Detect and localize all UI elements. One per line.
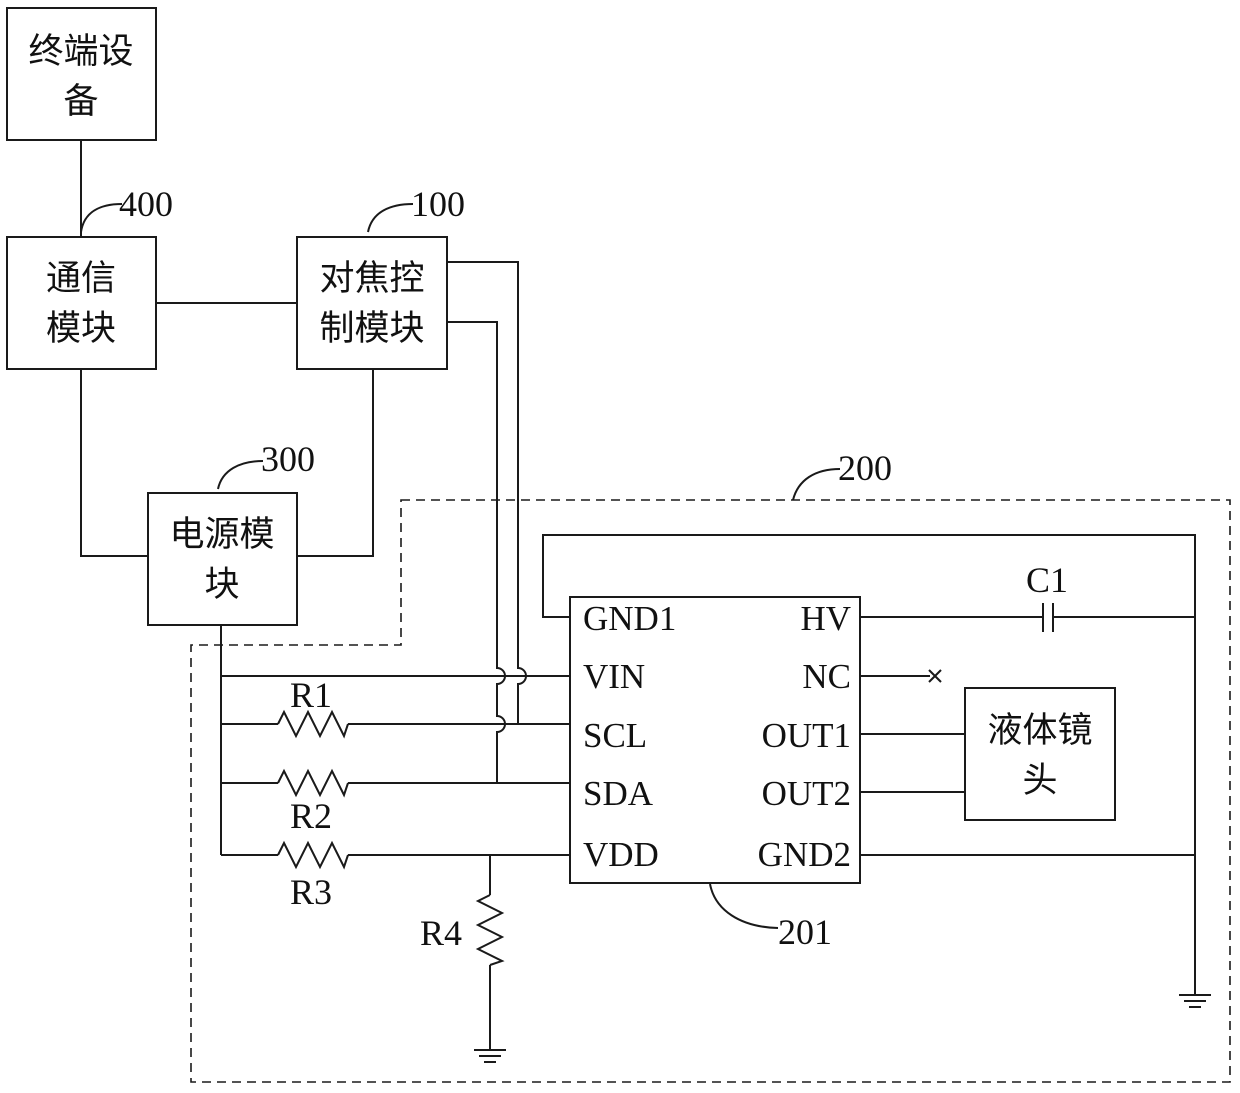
pin-label-hv: HV xyxy=(800,599,851,638)
focus-control-module-box xyxy=(297,237,447,369)
pin-label-sda: SDA xyxy=(583,774,654,813)
comm-module-box xyxy=(7,237,156,369)
ground-symbol-right xyxy=(1179,995,1211,1007)
ref-label-100: 100 xyxy=(411,184,465,224)
pin-label-vin: VIN xyxy=(583,657,645,696)
resistor-r1 xyxy=(278,712,348,736)
wire-focus-scl xyxy=(447,262,570,724)
label-c1: C1 xyxy=(1026,560,1068,600)
terminal-device-label-line1: 终端设 xyxy=(28,32,133,72)
pin-label-gnd1: GND1 xyxy=(583,599,676,638)
ref-label-201: 201 xyxy=(778,912,832,952)
liquid-lens-label-line2: 头 xyxy=(1022,761,1057,801)
pin-label-out1: OUT1 xyxy=(762,716,851,755)
leader-400 xyxy=(81,204,122,232)
label-r2: R2 xyxy=(290,796,332,836)
label-r3: R3 xyxy=(290,872,332,912)
wire-focus-sda xyxy=(447,322,570,783)
no-connect-mark xyxy=(929,670,941,682)
wire-comm-power xyxy=(81,369,148,556)
pin-label-scl: SCL xyxy=(583,716,647,755)
liquid-lens-label-line1: 液体镜 xyxy=(987,711,1092,751)
resistor-r2 xyxy=(278,771,348,795)
power-module-label-line2: 块 xyxy=(204,565,239,605)
resistor-r4 xyxy=(478,895,502,965)
ref-label-400: 400 xyxy=(119,184,173,224)
pin-label-nc: NC xyxy=(802,657,851,696)
comm-module-label-line2: 模块 xyxy=(46,309,116,349)
focus-control-label-line2: 制模块 xyxy=(319,309,424,349)
ref-label-200: 200 xyxy=(838,448,892,488)
leader-100 xyxy=(368,204,413,232)
resistor-r3 xyxy=(278,843,348,867)
leader-200 xyxy=(793,469,840,500)
pin-label-gnd2: GND2 xyxy=(758,835,851,874)
comm-module-label-line1: 通信 xyxy=(46,259,116,299)
leader-300 xyxy=(218,461,263,489)
power-module-label-line1: 电源模 xyxy=(169,515,274,555)
terminal-device-label-line2: 备 xyxy=(63,82,98,122)
ground-symbol-left xyxy=(474,1050,506,1062)
ref-label-300: 300 xyxy=(261,439,315,479)
label-r4: R4 xyxy=(420,913,462,953)
label-r1: R1 xyxy=(290,675,332,715)
pin-label-vdd: VDD xyxy=(583,835,659,874)
pin-label-out2: OUT2 xyxy=(762,774,851,813)
power-module-box xyxy=(148,493,297,625)
focus-control-label-line1: 对焦控 xyxy=(319,259,424,299)
leader-201 xyxy=(710,884,778,928)
